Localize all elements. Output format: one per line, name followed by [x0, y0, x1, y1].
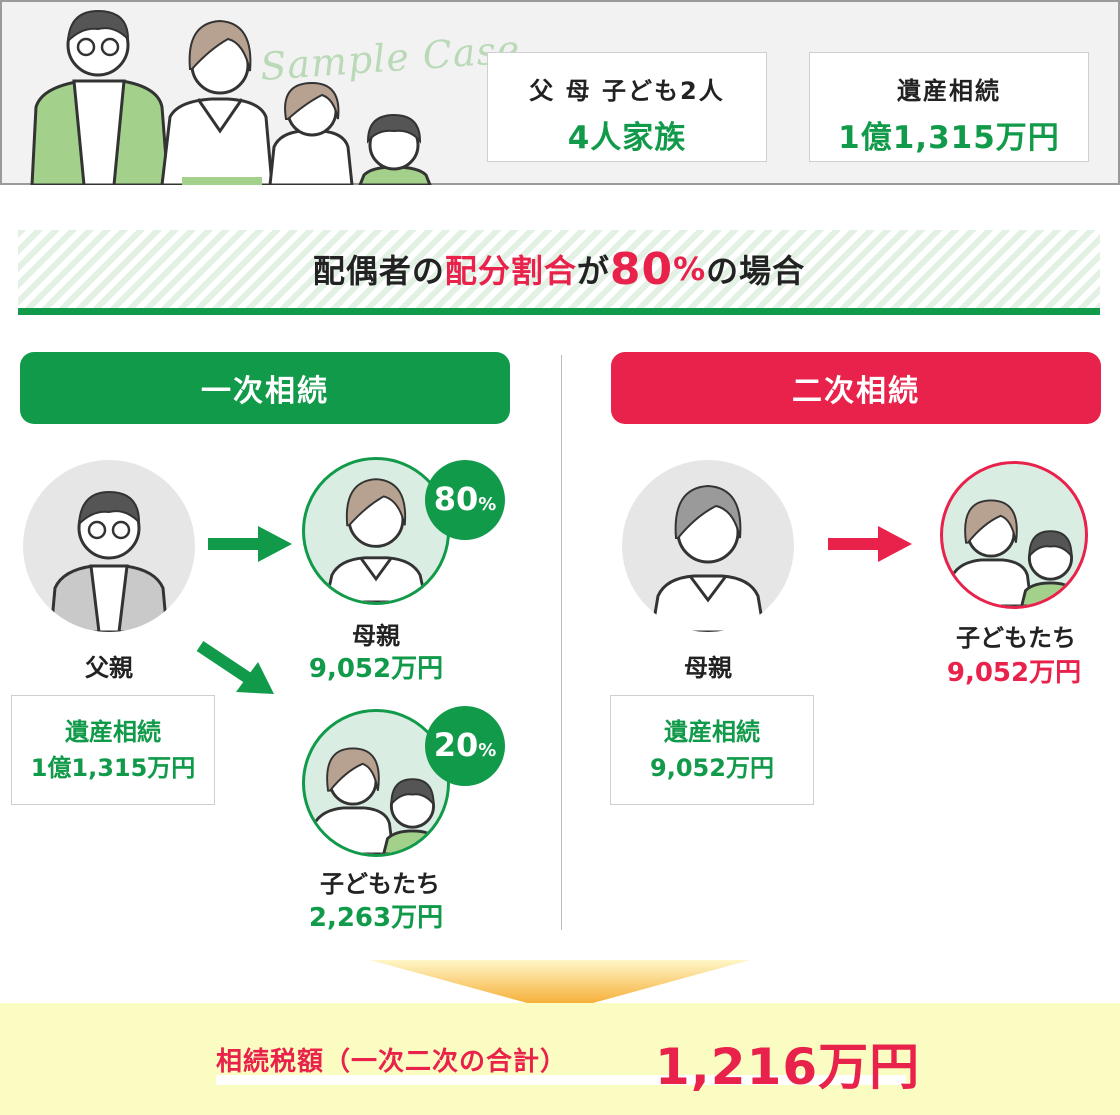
arrow-right-red-icon — [828, 526, 912, 562]
heading-part-case: の場合 — [706, 252, 806, 290]
estate-info-box: 遺産相続 1億1,315万円 — [809, 52, 1089, 162]
mother-share-badge: 80 % — [425, 460, 505, 540]
children-share-number: 20 — [433, 726, 479, 764]
heading-part-spouse: 配偶者の — [312, 252, 445, 290]
heading-part-percent-number: 80 — [609, 243, 674, 295]
arrow-down-right-icon — [196, 641, 274, 694]
children-name-second: 子どもたち — [956, 624, 1076, 652]
heading-part-ratio: 配分割合 — [444, 252, 577, 290]
children-name-first: 子どもたち — [320, 870, 440, 898]
children-amount-second: 9,052万円 — [946, 658, 1082, 688]
children-avatar-first — [302, 709, 450, 857]
family-size: 4人家族 — [567, 120, 687, 156]
heading-part-percent-sign: % — [673, 250, 707, 288]
estate-label: 遺産相続 — [897, 77, 1001, 105]
mother-avatar-second — [622, 460, 794, 632]
second-estate-box: 遺産相続 9,052万円 — [610, 695, 814, 805]
section-divider — [561, 355, 562, 930]
father-name: 父親 — [85, 654, 133, 682]
heading-text: 配偶者の 配分割合 が 80 % の場合 — [18, 230, 1100, 308]
second-estate-value: 9,052万円 — [650, 754, 774, 782]
sample-case-banner: Sample Case 父 母 子ども2人 4人家族 遺産相続 1億1,315万… — [0, 0, 1120, 185]
heading-part-ga: が — [576, 252, 610, 290]
total-tax-value: 1,216万円 — [655, 1038, 921, 1096]
family-info-box: 父 母 子ども2人 4人家族 — [487, 52, 767, 162]
section-heading: 配偶者の 配分割合 が 80 % の場合 — [18, 230, 1100, 308]
mother-amount: 9,052万円 — [308, 654, 444, 684]
mother-name: 母親 — [352, 622, 400, 650]
children-amount-first: 2,263万円 — [308, 903, 444, 933]
mother-share-number: 80 — [433, 480, 479, 518]
mother-share-percent: % — [478, 494, 497, 515]
first-estate-box: 遺産相続 1億1,315万円 — [11, 695, 215, 805]
total-tax-panel: 相続税額（一次二次の合計） 1,216万円 — [0, 1003, 1120, 1115]
first-estate-value: 1億1,315万円 — [30, 754, 196, 782]
family-members: 父 母 子ども2人 — [529, 77, 725, 105]
first-estate-label: 遺産相続 — [65, 718, 161, 746]
second-estate-label: 遺産相続 — [664, 718, 760, 746]
second-inheritance-title: 二次相続 — [611, 352, 1101, 424]
mother-name-second: 母親 — [684, 654, 732, 682]
family-illustration — [30, 9, 432, 185]
heading-underline — [18, 308, 1100, 315]
total-underline — [216, 1075, 906, 1085]
down-arrow-icon — [370, 960, 750, 1012]
first-inheritance-title: 一次相続 — [20, 352, 510, 424]
father-avatar — [23, 460, 195, 632]
arrow-right-icon — [208, 526, 292, 562]
children-share-percent: % — [478, 740, 497, 761]
children-avatar-second — [940, 461, 1088, 609]
children-share-badge: 20 % — [425, 706, 505, 786]
estate-value: 1億1,315万円 — [838, 120, 1060, 156]
total-tax-label: 相続税額（一次二次の合計） — [216, 1047, 568, 1077]
mother-avatar — [302, 457, 450, 605]
